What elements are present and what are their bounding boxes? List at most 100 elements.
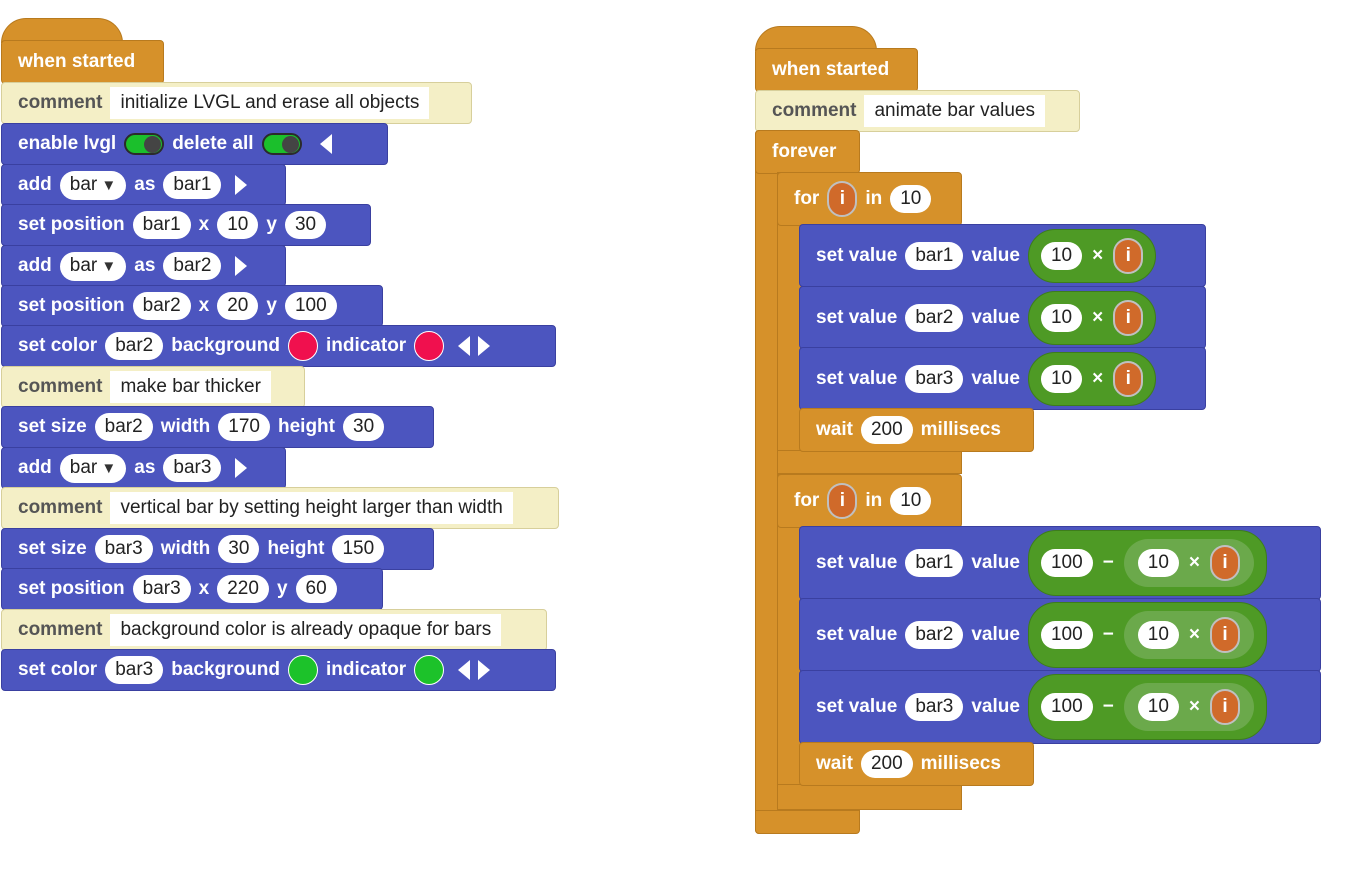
loop-variable[interactable]: i bbox=[827, 181, 858, 217]
object-type-dropdown[interactable]: bar bbox=[59, 251, 127, 281]
comment-text[interactable]: initialize LVGL and erase all objects bbox=[110, 87, 430, 119]
variable-i[interactable]: i bbox=[1113, 360, 1144, 397]
object-field[interactable]: bar2 bbox=[905, 621, 964, 649]
number-field[interactable]: 100 bbox=[1040, 693, 1093, 721]
object-field[interactable]: bar1 bbox=[905, 549, 964, 577]
object-field[interactable]: bar2 bbox=[94, 413, 153, 441]
subtract-expression[interactable]: 100 − 10 × i bbox=[1027, 602, 1268, 668]
set-position-block[interactable]: set position bar1 x 10 y 30 bbox=[1, 204, 371, 246]
wait-block[interactable]: wait 200 millisecs bbox=[799, 742, 1034, 786]
loop-count-field[interactable]: 10 bbox=[890, 185, 932, 213]
y-field[interactable]: 30 bbox=[284, 211, 327, 239]
object-field[interactable]: bar3 bbox=[94, 535, 153, 563]
variable-i[interactable]: i bbox=[1113, 299, 1144, 336]
enable-lvgl-block[interactable]: enable lvgl delete all bbox=[1, 123, 388, 165]
add-object-block[interactable]: add bar as bar1 bbox=[1, 164, 286, 206]
variable-i[interactable]: i bbox=[1113, 237, 1144, 274]
expand-arrow-icon[interactable] bbox=[235, 458, 248, 478]
subtract-expression[interactable]: 100 − 10 × i bbox=[1027, 674, 1268, 740]
background-color-swatch[interactable] bbox=[287, 331, 318, 361]
object-field[interactable]: bar2 bbox=[132, 292, 191, 320]
object-name-field[interactable]: bar2 bbox=[163, 252, 222, 280]
background-color-swatch[interactable] bbox=[287, 655, 318, 685]
number-field[interactable]: 10 bbox=[1137, 621, 1179, 649]
object-field[interactable]: bar1 bbox=[905, 241, 964, 270]
expand-arrow-icon[interactable] bbox=[478, 660, 491, 680]
enable-lvgl-toggle[interactable] bbox=[124, 133, 165, 155]
set-value-block[interactable]: set value bar1 value 10 × i bbox=[799, 224, 1206, 287]
loop-count-field[interactable]: 10 bbox=[890, 487, 932, 515]
number-field[interactable]: 10 bbox=[1040, 364, 1083, 393]
set-position-block[interactable]: set position bar2 x 20 y 100 bbox=[1, 285, 383, 327]
for-loop-block[interactable]: for i in 10 bbox=[777, 474, 962, 528]
multiply-expression[interactable]: 10 × i bbox=[1123, 683, 1255, 731]
comment-text[interactable]: vertical bar by setting height larger th… bbox=[110, 492, 513, 524]
multiply-expression[interactable]: 10 × i bbox=[1027, 228, 1157, 283]
loop-variable[interactable]: i bbox=[827, 483, 858, 519]
indicator-color-swatch[interactable] bbox=[414, 331, 445, 361]
object-name-field[interactable]: bar3 bbox=[163, 454, 222, 482]
collapse-arrow-icon[interactable] bbox=[458, 336, 471, 356]
variable-i[interactable]: i bbox=[1210, 545, 1241, 581]
height-field[interactable]: 30 bbox=[343, 413, 385, 441]
comment-text[interactable]: background color is already opaque for b… bbox=[110, 614, 502, 646]
set-value-block[interactable]: set value bar3 value 10 × i bbox=[799, 347, 1206, 410]
add-object-block[interactable]: add bar as bar2 bbox=[1, 245, 286, 287]
set-value-block[interactable]: set value bar1 value 100 − 10 × i bbox=[799, 526, 1321, 600]
variable-i[interactable]: i bbox=[1210, 689, 1241, 725]
multiply-expression[interactable]: 10 × i bbox=[1027, 351, 1157, 406]
collapse-arrow-icon[interactable] bbox=[319, 134, 332, 154]
number-field[interactable]: 10 bbox=[1137, 693, 1179, 721]
wait-duration-field[interactable]: 200 bbox=[860, 750, 913, 778]
width-field[interactable]: 30 bbox=[218, 535, 260, 563]
set-value-block[interactable]: set value bar3 value 100 − 10 × i bbox=[799, 670, 1321, 744]
comment-block[interactable]: comment initialize LVGL and erase all ob… bbox=[1, 82, 472, 124]
object-field[interactable]: bar2 bbox=[105, 332, 164, 360]
width-field[interactable]: 170 bbox=[218, 413, 270, 441]
collapse-arrow-icon[interactable] bbox=[458, 660, 471, 680]
object-field[interactable]: bar3 bbox=[105, 656, 164, 684]
object-field[interactable]: bar3 bbox=[132, 575, 191, 603]
set-value-block[interactable]: set value bar2 value 100 − 10 × i bbox=[799, 598, 1321, 672]
comment-text[interactable]: make bar thicker bbox=[110, 371, 271, 403]
number-field[interactable]: 10 bbox=[1137, 549, 1179, 577]
set-size-block[interactable]: set size bar3 width 30 height 150 bbox=[1, 528, 434, 570]
object-type-dropdown[interactable]: bar bbox=[59, 453, 127, 483]
subtract-expression[interactable]: 100 − 10 × i bbox=[1027, 530, 1268, 596]
x-field[interactable]: 220 bbox=[217, 575, 269, 603]
y-field[interactable]: 100 bbox=[284, 292, 337, 320]
multiply-expression[interactable]: 10 × i bbox=[1027, 290, 1157, 345]
x-field[interactable]: 20 bbox=[217, 292, 259, 320]
expand-arrow-icon[interactable] bbox=[478, 336, 491, 356]
forever-block[interactable]: forever bbox=[755, 130, 860, 174]
expand-arrow-icon[interactable] bbox=[235, 175, 248, 195]
set-color-block[interactable]: set color bar2 background indicator bbox=[1, 325, 556, 367]
object-field[interactable]: bar3 bbox=[905, 693, 964, 721]
number-field[interactable]: 10 bbox=[1040, 303, 1083, 332]
set-size-block[interactable]: set size bar2 width 170 height 30 bbox=[1, 406, 434, 448]
wait-duration-field[interactable]: 200 bbox=[860, 416, 913, 444]
set-position-block[interactable]: set position bar3 x 220 y 60 bbox=[1, 568, 383, 610]
object-field[interactable]: bar1 bbox=[132, 211, 191, 239]
comment-block[interactable]: comment animate bar values bbox=[755, 90, 1080, 132]
number-field[interactable]: 10 bbox=[1040, 241, 1083, 270]
multiply-expression[interactable]: 10 × i bbox=[1123, 539, 1255, 587]
expand-arrow-icon[interactable] bbox=[235, 256, 248, 276]
x-field[interactable]: 10 bbox=[217, 211, 259, 239]
when-started-block[interactable]: when started bbox=[1, 40, 164, 84]
height-field[interactable]: 150 bbox=[332, 535, 385, 563]
number-field[interactable]: 100 bbox=[1040, 621, 1093, 649]
add-object-block[interactable]: add bar as bar3 bbox=[1, 447, 286, 489]
comment-block[interactable]: comment make bar thicker bbox=[1, 366, 305, 408]
y-field[interactable]: 60 bbox=[295, 575, 337, 603]
comment-block[interactable]: comment vertical bar by setting height l… bbox=[1, 487, 559, 529]
delete-all-toggle[interactable] bbox=[261, 133, 302, 155]
object-field[interactable]: bar2 bbox=[905, 303, 964, 332]
set-color-block[interactable]: set color bar3 background indicator bbox=[1, 649, 556, 691]
number-field[interactable]: 100 bbox=[1040, 549, 1093, 577]
multiply-expression[interactable]: 10 × i bbox=[1123, 611, 1255, 659]
comment-text[interactable]: animate bar values bbox=[864, 95, 1046, 127]
object-field[interactable]: bar3 bbox=[905, 364, 964, 393]
for-loop-block[interactable]: for i in 10 bbox=[777, 172, 962, 226]
indicator-color-swatch[interactable] bbox=[414, 655, 445, 685]
